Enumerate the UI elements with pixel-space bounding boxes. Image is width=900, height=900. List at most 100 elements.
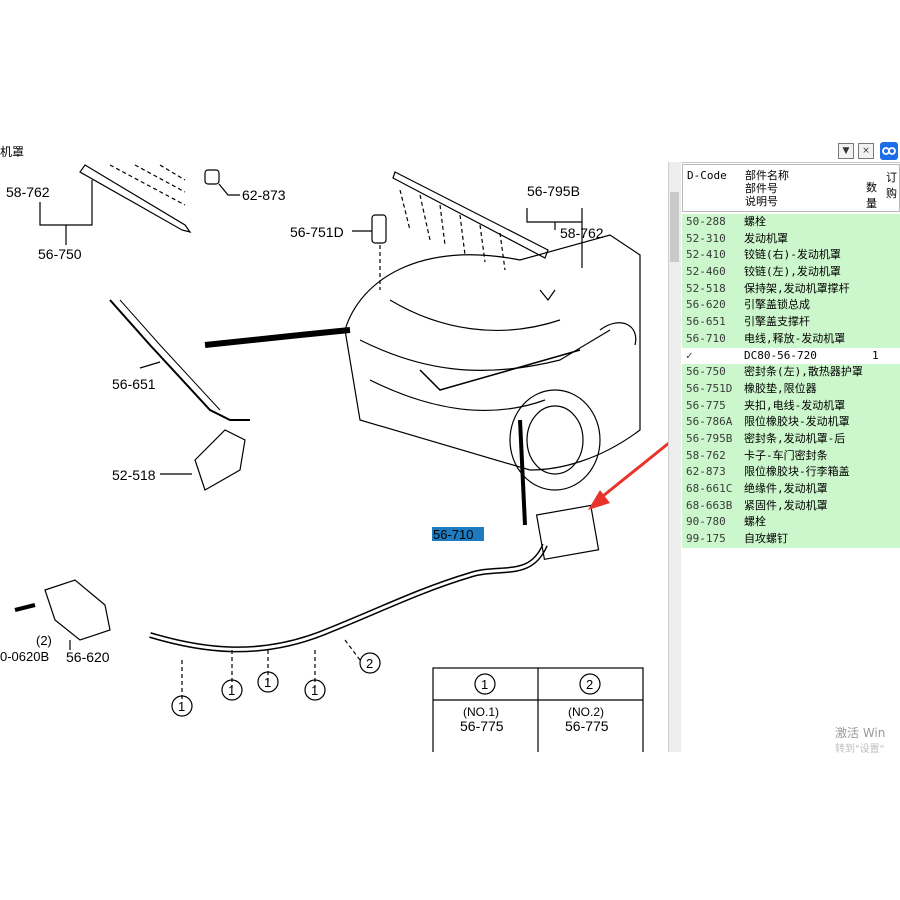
part-code: 56-750	[686, 365, 726, 379]
label-0620b: 0-0620B	[0, 649, 49, 664]
part-code: 56-795B	[686, 431, 733, 445]
part-code: 58-762	[686, 448, 726, 462]
part-name: 发动机罩	[744, 231, 788, 245]
hood-cable-shape	[204, 327, 351, 348]
part-code: 52-310	[686, 231, 726, 245]
parts-row[interactable]: 99-175 自攻螺钉	[682, 531, 900, 548]
label-56651: 56-651	[112, 376, 156, 392]
label-paren2: (2)	[36, 633, 52, 648]
label-56750: 56-750	[38, 246, 82, 262]
scroll-thumb[interactable]	[670, 192, 679, 262]
legend-no1-part: 56-775	[460, 718, 504, 734]
vertical-scrollbar[interactable]	[668, 162, 681, 752]
part-name: 限位橡胶块-发动机罩	[744, 415, 850, 429]
part-name: 绝缘件,发动机罩	[744, 482, 828, 495]
baidu-cloud-icon[interactable]	[880, 142, 898, 160]
part-code: 56-620	[686, 298, 726, 312]
clip-shape	[539, 289, 556, 302]
callout-1d: 1	[311, 683, 318, 698]
parts-row[interactable]: 56-786A 限位橡胶块-发动机罩	[682, 414, 900, 431]
parts-row[interactable]: 56-710 电线,释放-发动机罩	[682, 330, 900, 348]
callout-2: 2	[366, 656, 373, 671]
legend-callout-1: 1	[481, 677, 488, 692]
window-title: 机罩	[0, 145, 25, 159]
callout-1b: 1	[228, 683, 235, 698]
part-code: 68-663B	[686, 498, 733, 512]
part-name: 橡胶垫,限位器	[744, 381, 817, 395]
close-button[interactable]: ×	[858, 143, 874, 159]
part-code: 56-775	[686, 398, 726, 412]
legend-no2: (NO.2)	[568, 705, 604, 719]
label-56710: 56-710	[433, 527, 473, 542]
part-name: 密封条,发动机罩-后	[744, 431, 846, 445]
part-code: 56-751D	[686, 381, 733, 395]
part-code: 62-873	[686, 465, 726, 479]
label-56751d: 56-751D	[290, 224, 344, 240]
bumper-62873-shape	[204, 169, 220, 185]
part-name: 保持架,发动机罩撑杆	[744, 281, 850, 295]
seal-strip-shape	[79, 164, 192, 233]
part-code: ✓	[686, 348, 693, 362]
callout-1c: 1	[264, 675, 271, 690]
part-code: 56-651	[686, 315, 726, 329]
part-code: 99-175	[686, 532, 726, 546]
label-56620: 56-620	[66, 649, 110, 665]
part-name: 电线,释放-发动机罩	[744, 331, 846, 345]
part-code: 90-780	[686, 515, 726, 529]
diagram-svg: 58-762 56-750 62-873 56-751D 56-795B 58-…	[0, 164, 668, 752]
parts-row[interactable]: 56-751D 橡胶垫,限位器	[682, 380, 900, 398]
part-name: 引擎盖锁总成	[744, 298, 810, 312]
part-name: 引擎盖支撑杆	[744, 315, 810, 329]
legend-no2-part: 56-775	[565, 718, 609, 734]
part-name: 密封条(左),散热器护罩	[744, 365, 863, 379]
label-58762a: 58-762	[6, 184, 50, 200]
parts-row[interactable]: 56-775 夹扣,电线-发动机罩	[682, 397, 900, 415]
part-name: 夹扣,电线-发动机罩	[744, 398, 846, 412]
bumper-56751d-shape	[371, 214, 387, 244]
label-52518: 52-518	[112, 467, 156, 483]
release-cable-shape	[149, 543, 548, 653]
part-code: 68-661C	[686, 482, 733, 495]
parts-row[interactable]: 68-661C 绝缘件,发动机罩	[682, 481, 900, 498]
activation-watermark: 激活 Win	[835, 726, 886, 740]
part-name: 自攻螺钉	[744, 532, 788, 546]
header-dcode: D-Code	[687, 169, 727, 182]
part-name: DC80-56-720	[744, 348, 817, 362]
part-name: 卡子-车门密封条	[744, 448, 828, 462]
part-code: 50-288	[686, 215, 726, 228]
header-extra: 订购	[886, 171, 897, 200]
parts-row[interactable]: 58-762 卡子-车门密封条	[682, 447, 900, 465]
parts-row[interactable]: 90-780 螺栓	[682, 514, 900, 532]
header-name-line1: 部件名称	[745, 169, 789, 182]
part-name: 紧固件,发动机罩	[744, 498, 828, 512]
parts-row[interactable]: 56-620 引擎盖锁总成	[682, 297, 900, 315]
part-name: 铰链(左),发动机罩	[744, 265, 841, 279]
prop-rod-shape	[109, 299, 250, 421]
legend-no1: (NO.1)	[463, 705, 499, 719]
parts-row[interactable]: 52-310 发动机罩	[682, 230, 900, 248]
wheel-shape	[509, 389, 601, 491]
parts-row[interactable]: 56-750 密封条(左),散热器护罩	[682, 364, 900, 381]
header-name-line2: 部件号	[745, 182, 778, 195]
highlight-56710	[432, 527, 484, 541]
label-62873: 62-873	[242, 187, 286, 203]
parts-diagram: 58-762 56-750 62-873 56-751D 56-795B 58-…	[0, 162, 668, 752]
parts-row[interactable]: 56-651 引擎盖支撑杆	[682, 314, 900, 331]
part-code: 56-786A	[686, 415, 733, 429]
part-code: 56-710	[686, 331, 726, 345]
callout-1a: 1	[178, 699, 185, 714]
dropdown-button[interactable]: ▼	[838, 143, 854, 159]
parts-row[interactable]: 68-663B 紧固件,发动机罩	[682, 497, 900, 515]
label-58762b: 58-762	[560, 225, 604, 241]
legend-callout-2: 2	[586, 677, 593, 692]
parts-row[interactable]: 56-795B 密封条,发动机罩-后	[682, 430, 900, 448]
part-name: 螺栓	[744, 515, 766, 529]
